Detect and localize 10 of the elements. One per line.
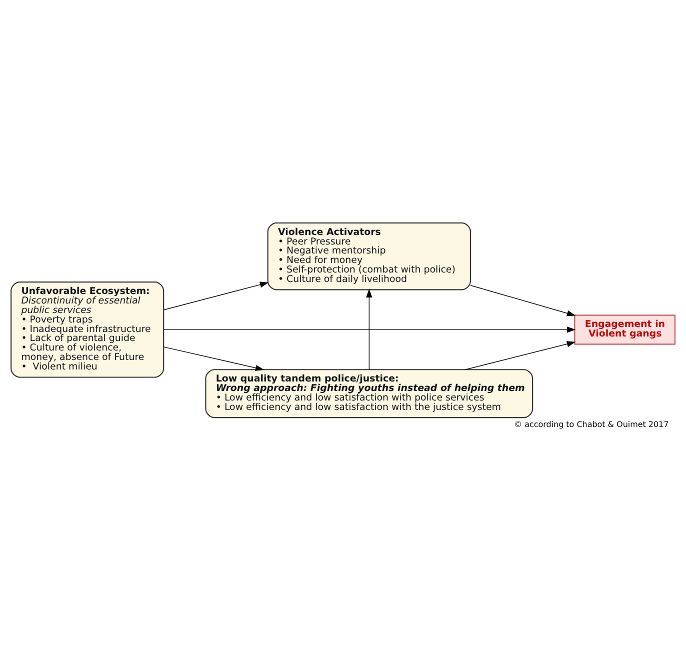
node-box: Unfavorable Ecosystem: Discontinuity of essential public services • Poverty traps • Inadequate infrastructure • Lack of parental guide • Culture of violence, money, absence of Future • Violent milieu bbox=[10, 281, 164, 378]
arrow bbox=[163, 346, 264, 370]
node-box: Engagement in Violent gangs bbox=[574, 314, 676, 344]
arrow bbox=[366, 288, 372, 370]
arrow bbox=[163, 281, 269, 310]
arrow bbox=[470, 284, 576, 316]
arrow bbox=[163, 326, 576, 332]
node-box: Low quality tandem police/justice: Wrong approach: Fighting youths instead of helping them • Low efficiency and low satisfaction with police services • Low efficiency and low satisfaction with the justice system bbox=[205, 368, 534, 418]
node-box: Violence Activators • Peer Pressure • Negative mentorship • Need for money • Self-protection (combat with police) • Culture of daily livelihood bbox=[267, 222, 472, 290]
arrow bbox=[464, 340, 576, 370]
